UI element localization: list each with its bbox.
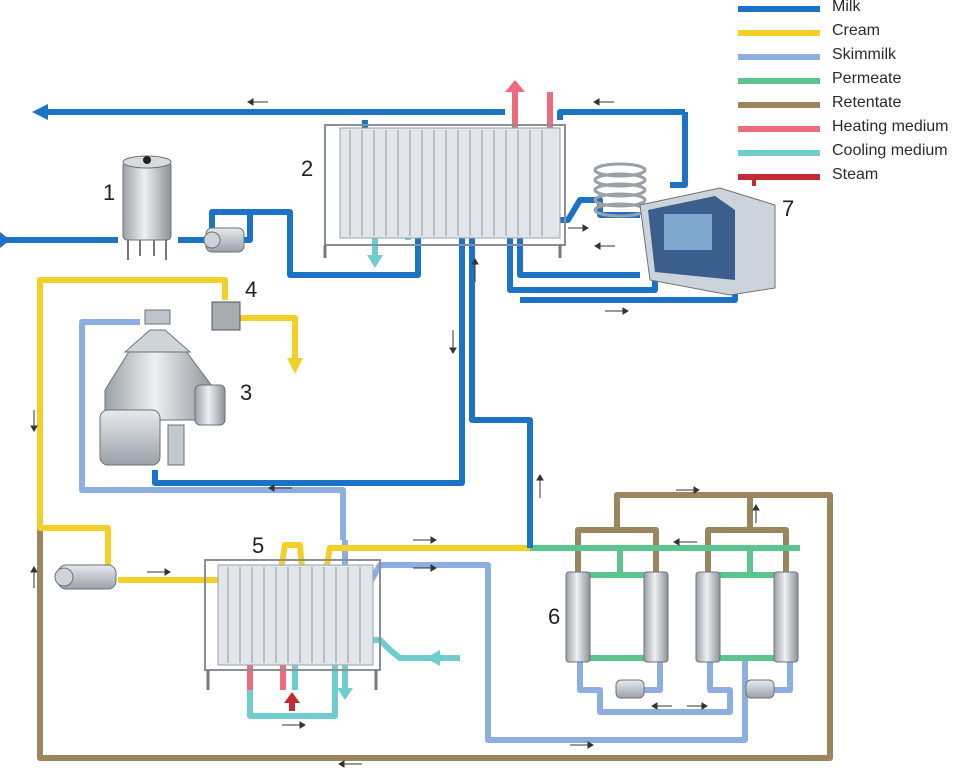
legend-swatch — [738, 150, 820, 156]
legend-label: Retentate — [832, 94, 902, 111]
component-number-6: 6 — [548, 604, 561, 629]
legend-label: Permeate — [832, 70, 902, 87]
legend-item-skimmilk: Skimmilk — [738, 46, 969, 72]
pump-icon — [54, 564, 117, 590]
legend-label: Skimmilk — [832, 46, 896, 63]
balance-tank-icon — [122, 155, 172, 260]
legend-item-cream: Cream — [738, 22, 969, 48]
separator-icon — [99, 309, 226, 466]
membrane-filtration-unit-icon — [565, 571, 799, 699]
component-number-5: 5 — [252, 533, 265, 558]
legend-swatch — [738, 174, 820, 180]
legend-swatch — [738, 6, 820, 12]
legend-item-cooling-medium: Cooling medium — [738, 142, 969, 168]
legend-label: Cooling medium — [832, 142, 948, 159]
legend-item-heating-medium: Heating medium — [738, 118, 969, 144]
pump-icon — [203, 227, 245, 253]
legend-item-permeate: Permeate — [738, 70, 969, 96]
legend-label: Heating medium — [832, 118, 949, 135]
holding-unit-icon — [639, 178, 776, 296]
flow-arrowheads — [0, 80, 525, 711]
legend: Milk Cream Skimmilk Permeate Retentate H… — [738, 0, 969, 192]
control-valve-icon — [211, 301, 241, 331]
component-number-7: 7 — [782, 196, 795, 221]
legend-item-steam: Steam — [738, 166, 969, 192]
component-number-4: 4 — [245, 277, 258, 302]
legend-label: Steam — [832, 166, 879, 183]
retentate-lines — [37, 492, 833, 761]
component-number-1: 1 — [103, 180, 116, 205]
direction-markers — [30, 98, 760, 768]
legend-label: Cream — [832, 22, 881, 39]
component-number-3: 3 — [240, 380, 253, 405]
legend-swatch — [738, 78, 820, 84]
legend-item-milk: Milk — [738, 0, 969, 24]
legend-swatch — [738, 30, 820, 36]
legend-swatch — [738, 54, 820, 60]
legend-label: Milk — [832, 0, 861, 15]
legend-item-retentate: Retentate — [738, 94, 969, 120]
component-number-2: 2 — [301, 156, 314, 181]
plate-heat-exchanger-icon — [204, 559, 381, 690]
legend-swatch — [738, 102, 820, 108]
plate-heat-exchanger-icon — [323, 124, 566, 258]
legend-swatch — [738, 126, 820, 132]
